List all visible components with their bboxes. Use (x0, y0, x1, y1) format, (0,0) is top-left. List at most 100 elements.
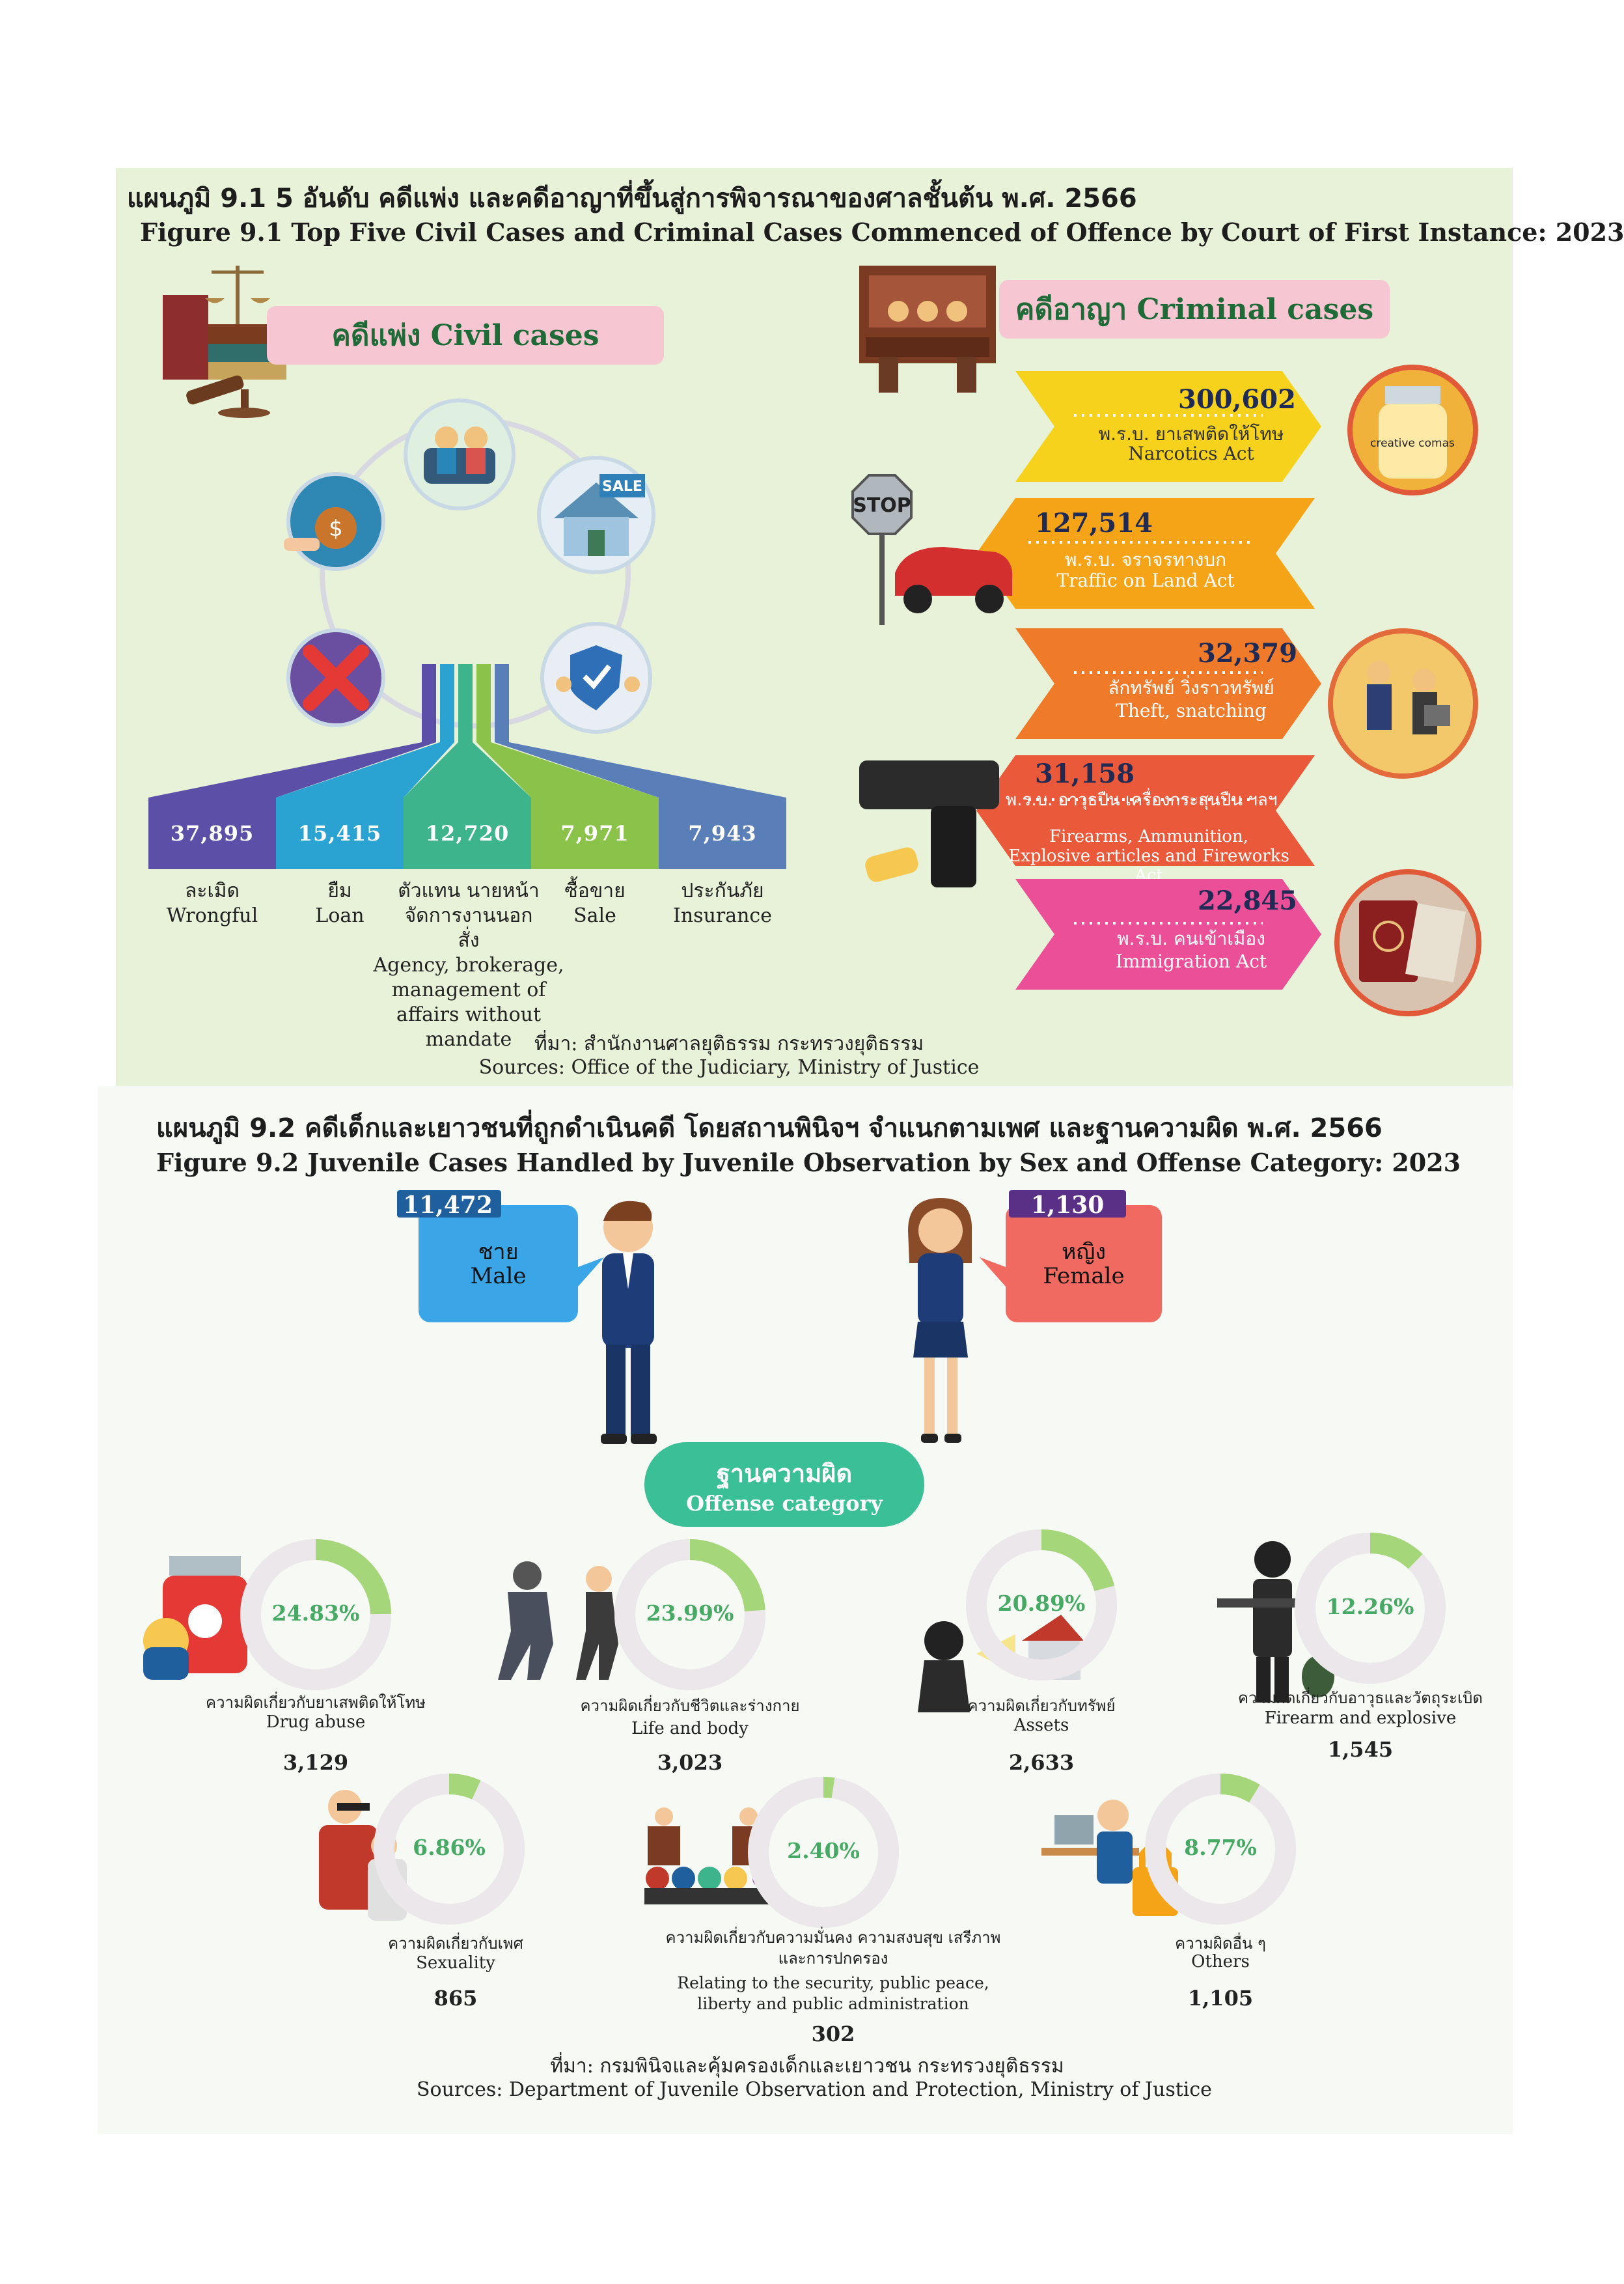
offense-label-th: ความผิดเกี่ยวกับยาเสพติดให้โทษ (206, 1693, 426, 1712)
civil-label-th: ประกันภัย (681, 880, 764, 902)
male-label-th: ชาย (478, 1239, 519, 1265)
civil-bar-sale: 7,971 (531, 798, 659, 869)
sale-sign-label: SALE (602, 479, 642, 495)
offense-label-en: Life and body (631, 1719, 749, 1738)
offense-percent: 8.77% (1184, 1835, 1257, 1860)
assault-figures-icon (498, 1561, 618, 1680)
criminal-label-th: ลักทรัพย์ วิ่งราวทรัพย์ (1108, 677, 1274, 699)
stop-sign-label: STOP (853, 494, 911, 517)
criminal-value: 22,845 (1198, 885, 1298, 916)
funnel-stripe (148, 664, 436, 798)
donut-share-arc (374, 1774, 525, 1925)
offense-percent: 2.40% (787, 1838, 860, 1863)
offense-count: 2,633 (1008, 1750, 1075, 1775)
fig1-source-th: ที่มา: สำนักงานศาลยุติธรรม กระทรวงยุติธร… (534, 1033, 924, 1055)
criminal-arrow-shape (976, 498, 1315, 609)
fig2-title-en: Figure 9.2 Juvenile Cases Handled by Juv… (156, 1148, 1461, 1177)
civil-label-en: Wrongful (166, 904, 258, 927)
civil-value: 15,415 (297, 821, 382, 846)
offense-count: 302 (811, 2022, 855, 2046)
offense-category-pill (644, 1442, 924, 1527)
funnel-stripe (476, 664, 659, 798)
offense-donut (374, 1774, 525, 1925)
burglar-house-icon (918, 1615, 1084, 1712)
wrongful-cross-icon (286, 628, 385, 727)
criminal-value: 300,602 (1178, 384, 1296, 415)
donut-share-arc (966, 1529, 1117, 1680)
criminal-label-en: Theft, snatching (1116, 700, 1267, 721)
offense-count: 1,105 (1187, 1986, 1254, 2011)
offense-label-th: ความผิดเกี่ยวกับความมั่นคง ความสงบสุข เส… (665, 1929, 1001, 1968)
fig2-title-th: แผนภูมิ 9.2 คดีเด็กและเยาวชนที่ถูกดำเนิน… (156, 1113, 1383, 1143)
handgun-icon (859, 760, 999, 887)
civil-funnel (148, 664, 786, 798)
civil-bar-agency: 12,720 (404, 798, 531, 869)
civil-bar-loan: 15,415 (276, 798, 404, 869)
criminal-arrow-shape (1015, 371, 1321, 482)
civil-label-th: ยืม (327, 880, 352, 902)
funnel-stripe (495, 664, 786, 798)
civil-value: 7,943 (688, 821, 757, 846)
pill-bottle-icon: creative comas (1347, 365, 1478, 495)
civil-cases-banner: คดีแพ่ง Civil cases (267, 306, 664, 365)
civil-label-th: ละเมิด (184, 880, 240, 902)
offense-label-th: ความผิดเกี่ยวกับเพศ (388, 1934, 523, 1953)
businesswoman-figure (908, 1198, 972, 1443)
civil-bars: 37,895 15,415 12,720 7,971 7,943 (148, 798, 786, 869)
offense-label-en: Sexuality (416, 1953, 495, 1973)
criminal-arrow-shape (1015, 628, 1321, 739)
offense-percent: 23.99% (646, 1600, 734, 1626)
criminal-label-th: พ.ร.บ. อาวุธปืน เครื่องกระสุนปืน ฯลฯ (1006, 790, 1278, 810)
civil-label-en: Agency, brokerage, management of affairs… (373, 954, 564, 1051)
criminal-label-th: พ.ร.บ. จราจรทางบก (1064, 549, 1227, 570)
criminal-arrow-shape (976, 755, 1315, 866)
female-callout (980, 1190, 1162, 1322)
donut-share-arc (1145, 1774, 1296, 1925)
offense-donut (240, 1539, 391, 1690)
fig2-source-en: Sources: Department of Juvenile Observat… (417, 2078, 1212, 2101)
civil-value: 7,971 (560, 821, 629, 846)
offense-count: 1,545 (1327, 1737, 1394, 1762)
criminal-value: 31,158 (1035, 759, 1135, 789)
civil-bar-wrongful: 37,895 (148, 798, 276, 869)
civil-label-en: Sale (573, 904, 616, 927)
offense-label-en: Firearm and explosive (1264, 1708, 1457, 1728)
offense-percent: 24.83% (271, 1600, 360, 1626)
drug-abuse-icon (143, 1556, 247, 1680)
civil-label-en: Loan (315, 904, 365, 927)
svg-text:$: $ (329, 516, 343, 542)
offense-label-en: Relating to the security, public peace, … (677, 1973, 989, 2013)
donut-share-arc (240, 1539, 391, 1690)
creative-label: creative comas (1370, 437, 1455, 450)
civil-label-th: ตัวแทน นายหน้า จัดการงานนอกสั่ง (398, 880, 540, 952)
donut-share-arc (748, 1777, 899, 1928)
male-callout (397, 1190, 604, 1322)
offense-label-en: Drug abuse (266, 1712, 366, 1732)
offense-label-th: ความผิดอื่น ๆ (1175, 1934, 1266, 1953)
offense-percent: 12.26% (1326, 1594, 1414, 1619)
female-count: 1,130 (1030, 1191, 1105, 1219)
criminal-value: 32,379 (1198, 638, 1298, 669)
criminal-label-th: พ.ร.บ. ยาเสพติดให้โทษ (1098, 423, 1284, 445)
offense-count: 3,129 (282, 1750, 349, 1775)
criminal-value: 127,514 (1035, 508, 1153, 538)
funnel-stripe (276, 664, 454, 798)
criminal-label-th: พ.ร.บ. คนเข้าเมือง (1117, 928, 1265, 949)
fig1-title-th: แผนภูมิ 9.1 5 อันดับ คดีแพ่ง และคดีอาญาท… (127, 184, 1137, 214)
civil-label-en: Insurance (673, 904, 772, 927)
offense-label-th: ความผิดเกี่ยวกับทรัพย์ (967, 1697, 1116, 1715)
civil-label-th: ซื้อขาย (564, 880, 626, 902)
offense-label-en: Others (1191, 1952, 1250, 1971)
offense-donut (1145, 1774, 1296, 1925)
criminal-label-en: Firearms, Ammunition, Explosive articles… (1008, 827, 1289, 885)
donut-share-arc (1295, 1533, 1446, 1684)
offense-percent: 6.86% (413, 1835, 486, 1860)
offense-label-th: ความผิดเกี่ยวกับชีวิตและร่างกาย (580, 1697, 800, 1715)
offense-label-en: Assets (1013, 1716, 1069, 1735)
civil-bar-insurance: 7,943 (659, 798, 786, 869)
civil-value: 12,720 (425, 821, 510, 846)
offense-percent: 20.89% (997, 1591, 1086, 1616)
criminal-label-en: Traffic on Land Act (1056, 570, 1235, 591)
